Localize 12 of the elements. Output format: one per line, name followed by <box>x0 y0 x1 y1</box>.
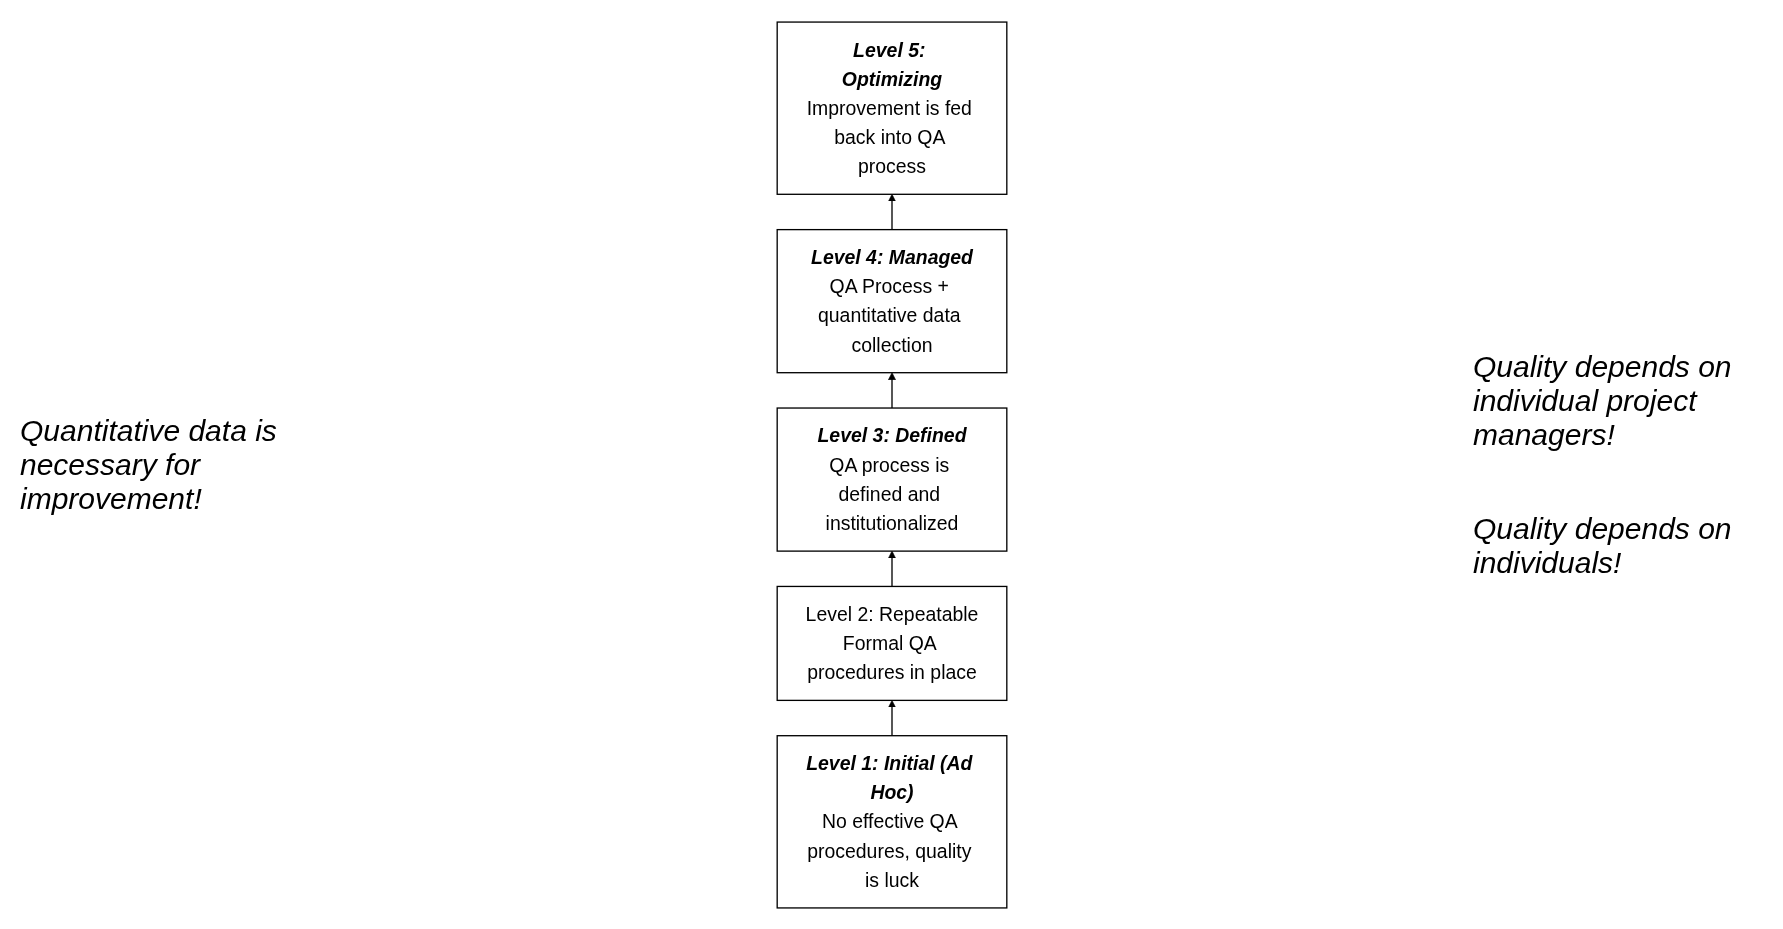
arrow <box>887 371 896 409</box>
note-text: Quantitative data is necessary for improvement! <box>20 413 278 516</box>
arrow <box>887 550 896 587</box>
note-text: Quality depends on individuals! <box>1473 511 1733 580</box>
node-box: Level 5: Optimizing Improvement is fed back into QA process <box>776 20 1007 195</box>
arrow <box>887 699 896 736</box>
node-box: Level 3: Defined QA process is defined and institutionalized <box>776 406 1007 552</box>
node-box: Level 1: Initial (Ad Hoc) No effective QA procedures, quality is luck <box>776 734 1007 909</box>
note-text: Quality depends on individual project managers! <box>1473 349 1733 452</box>
node-box: Level 4: Managed QA Process + quantitative data collection <box>776 228 1007 373</box>
arrow <box>887 193 896 230</box>
node-box: Level 2: Repeatable Formal QA procedures in place <box>776 585 1007 701</box>
